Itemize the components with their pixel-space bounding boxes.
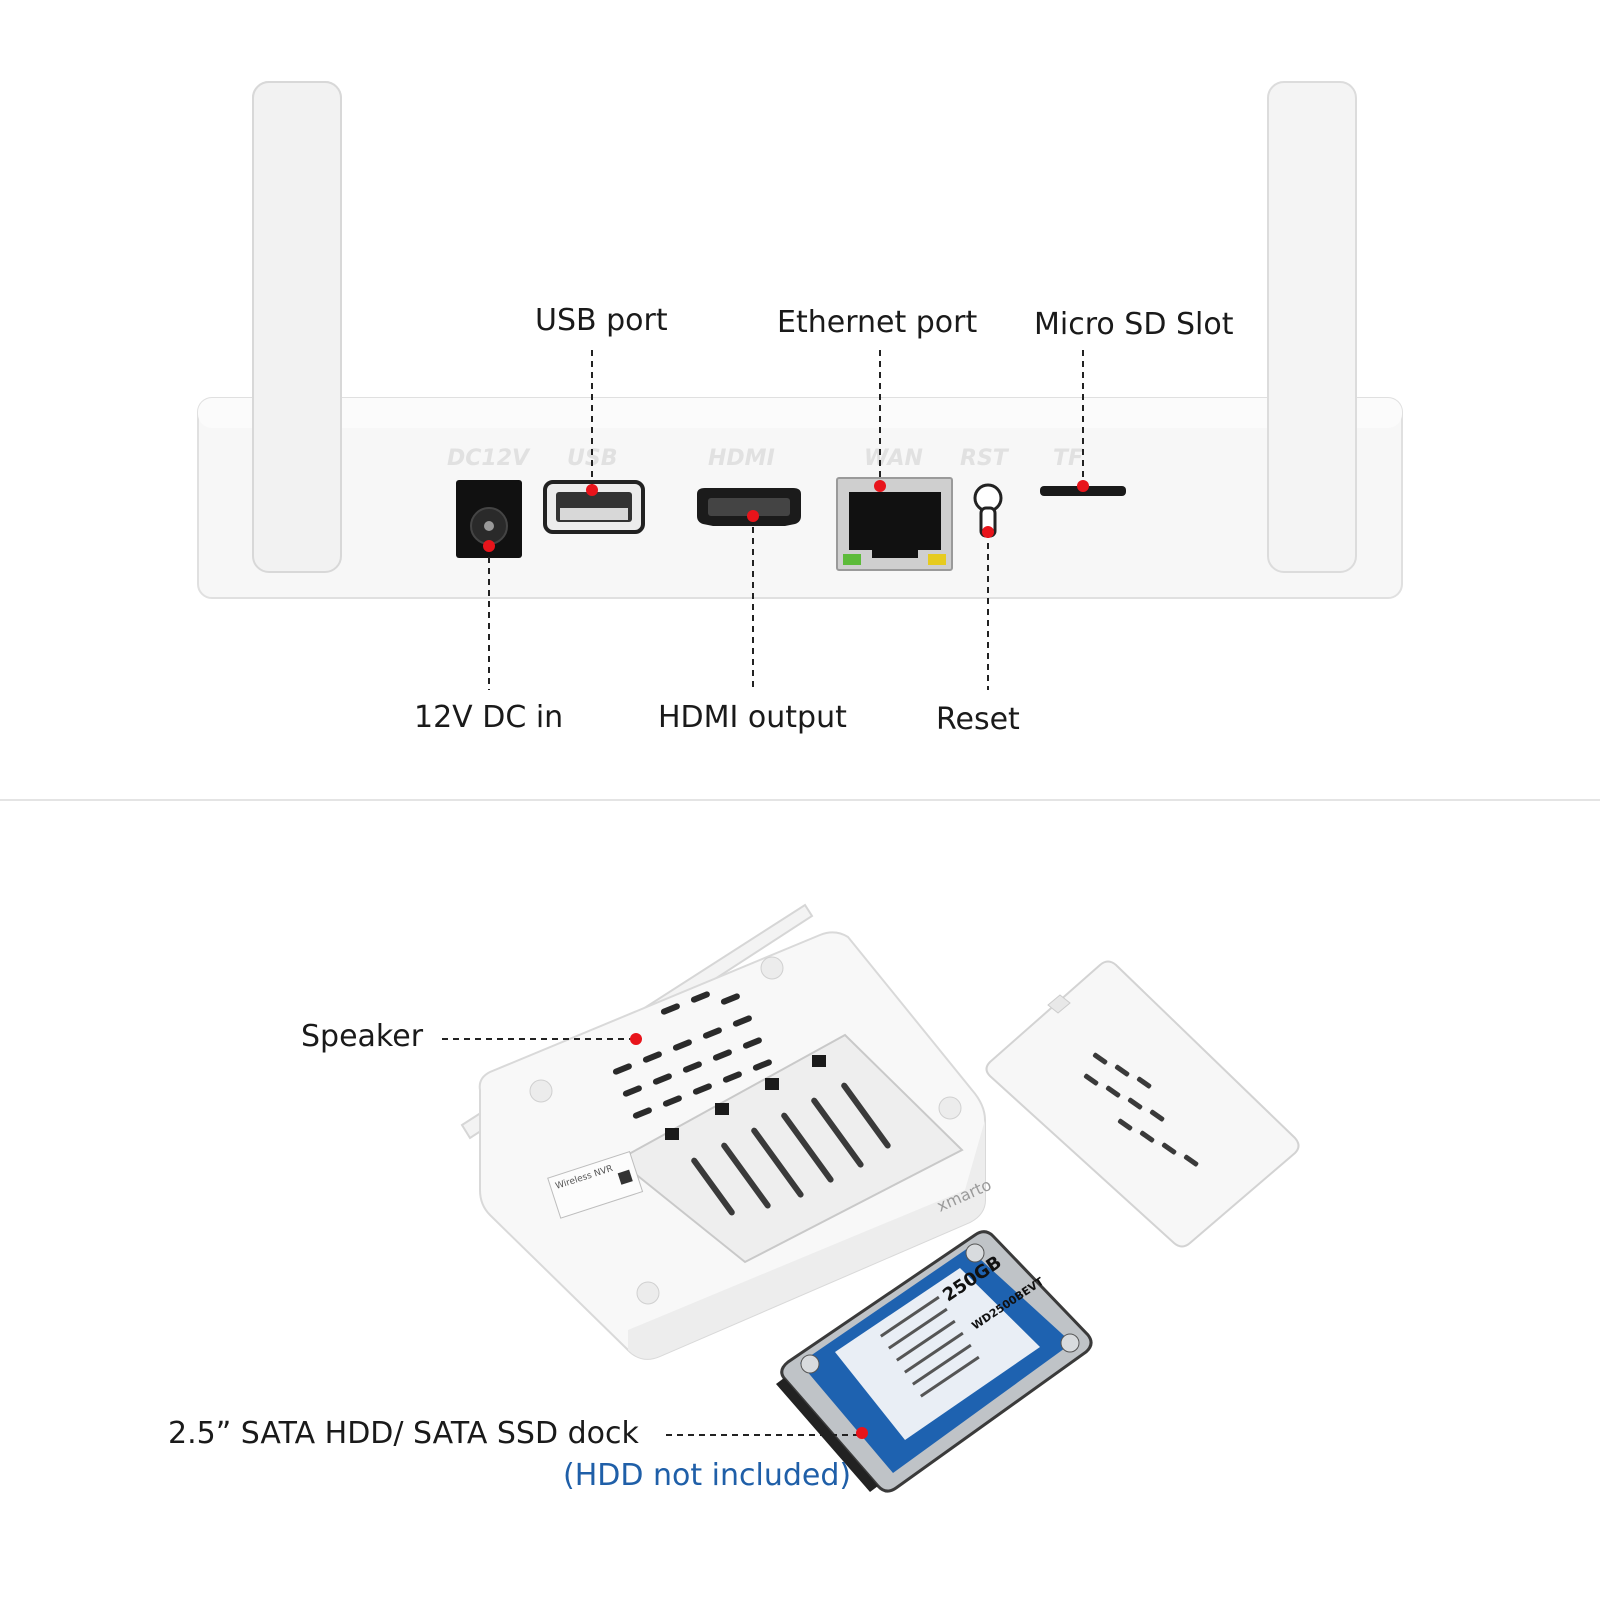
right-antenna xyxy=(1267,81,1357,573)
hdmi-port xyxy=(697,488,801,526)
hdmi-output-label: HDMI output xyxy=(658,700,847,735)
left-antenna-front xyxy=(252,81,342,573)
ethernet-port-label: Ethernet port xyxy=(777,305,977,340)
bay-cover xyxy=(985,960,1300,1248)
rear-panel-view: DC12V USB HDMI WAN RST TF xyxy=(197,81,1403,737)
product-sticker: Wireless NVR xyxy=(547,1151,644,1219)
dc-marking: DC12V xyxy=(447,446,531,471)
speaker-grille xyxy=(612,991,772,1119)
hdd-drive: 250GB WD2500BEVT xyxy=(776,1230,1093,1493)
reset-label: Reset xyxy=(936,702,1020,737)
wan-marking: WAN xyxy=(864,446,923,471)
bay-vent-slots xyxy=(691,1082,891,1216)
dc-in-label: 12V DC in xyxy=(414,700,563,735)
rst-marking: RST xyxy=(960,446,1010,471)
speaker-label: Speaker xyxy=(301,1019,424,1054)
microsd-slot-label: Micro SD Slot xyxy=(1034,307,1234,342)
usb-port-label: USB port xyxy=(535,303,668,338)
hdd-not-included-note: (HDD not included) xyxy=(563,1458,851,1493)
ethernet-port xyxy=(836,477,953,571)
drive-bay xyxy=(616,1033,964,1264)
underside-view: Wireless NVR xmarto xyxy=(168,903,1300,1493)
tf-marking: TF xyxy=(1053,446,1083,471)
hdd-dock-label: 2.5” SATA HDD/ SATA SSD dock xyxy=(168,1416,640,1451)
hdmi-marking: HDMI xyxy=(708,446,775,471)
usb-port xyxy=(543,480,645,534)
